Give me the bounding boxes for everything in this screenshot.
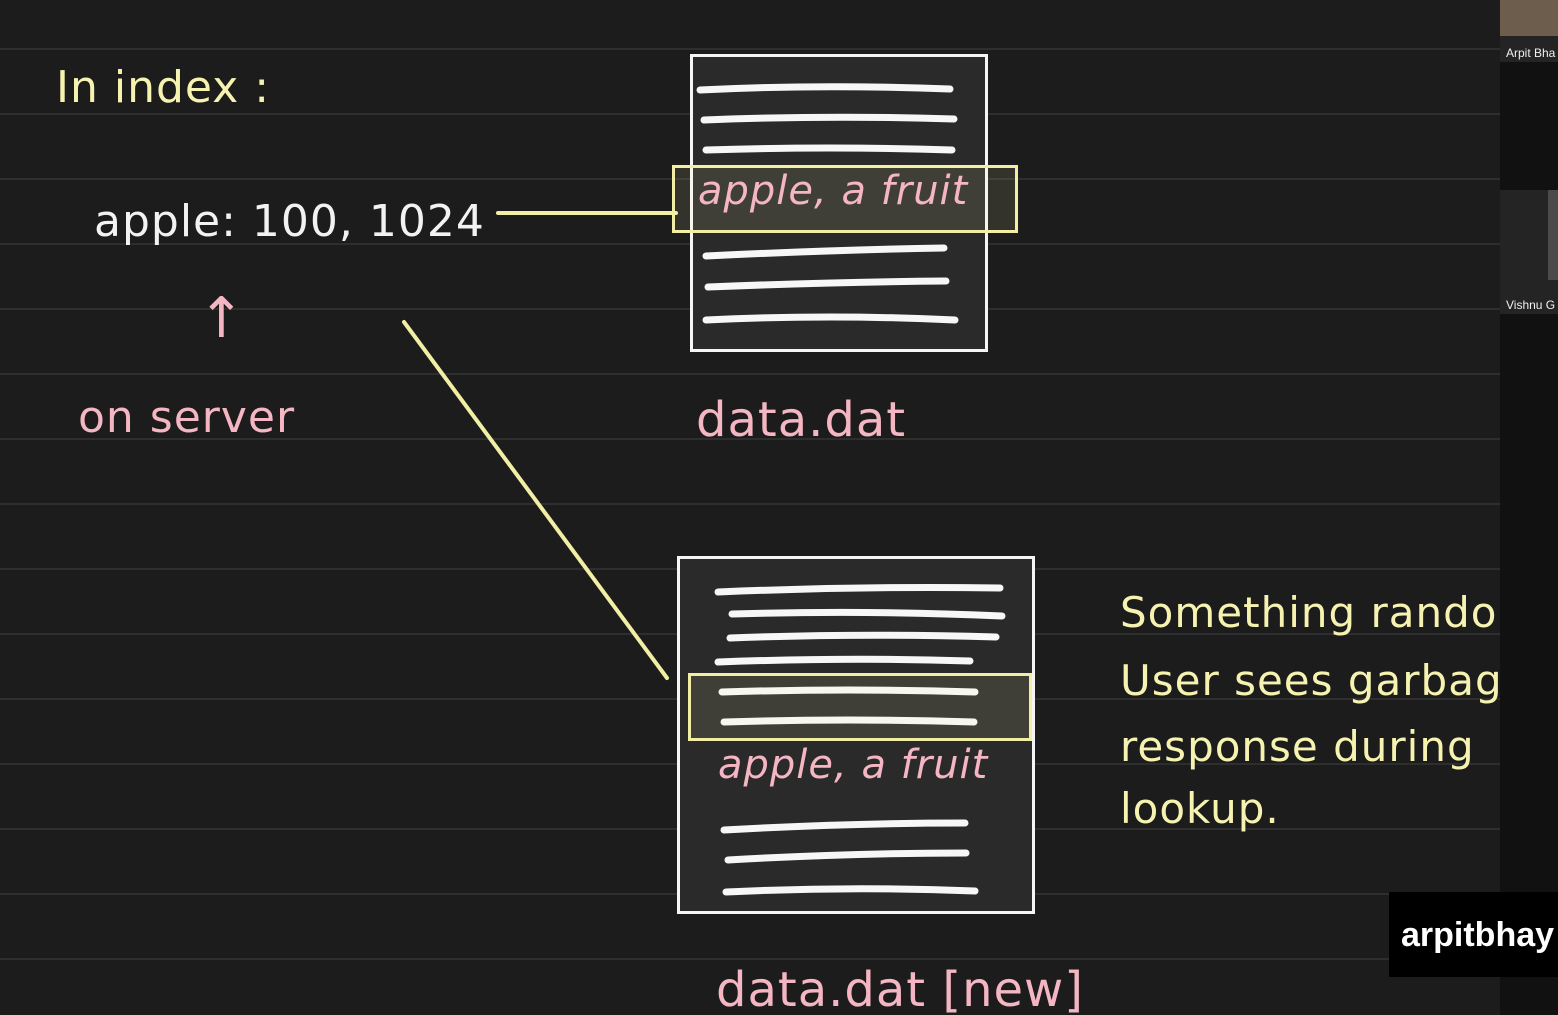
participant-name: Vishnu G — [1506, 298, 1556, 312]
record-text: apple, a fruit — [698, 168, 969, 214]
server-note: on server — [78, 392, 296, 443]
rule-line — [0, 48, 1500, 50]
participants-panel: Arpit Bha Vishnu G — [1500, 0, 1558, 1015]
channel-watermark: arpitbhay — [1389, 892, 1558, 977]
participant-tile[interactable]: Arpit Bha — [1500, 0, 1558, 62]
file-label-new: data.dat [new] — [716, 962, 1084, 1015]
index-entry: apple: 100, 1024 — [94, 196, 485, 247]
participant-video — [1500, 0, 1558, 36]
new-record-highlight — [688, 673, 1032, 741]
note-line: lookup. — [1120, 784, 1280, 833]
note-line: response during — [1120, 722, 1475, 771]
file-label: data.dat — [696, 392, 907, 448]
pointer-lines — [402, 211, 678, 680]
participant-name: Arpit Bha — [1506, 46, 1556, 60]
up-arrow-icon: ↑ — [198, 286, 246, 351]
rule-line — [0, 373, 1500, 375]
watermark-text: arpitbhay — [1401, 916, 1555, 954]
participant-video — [1548, 190, 1558, 280]
record-highlight — [672, 165, 1018, 233]
note-line: User sees garbage — [1120, 656, 1530, 705]
rule-line — [0, 503, 1500, 505]
rule-line — [0, 958, 1500, 960]
record-text-new: apple, a fruit — [718, 742, 989, 788]
rule-line — [0, 438, 1500, 440]
data-file-box — [690, 54, 988, 352]
index-heading: In index : — [56, 62, 271, 113]
note-line: Something random !! — [1120, 588, 1558, 637]
participant-tile[interactable]: Vishnu G — [1500, 190, 1558, 314]
file-text-lines — [696, 83, 1006, 896]
